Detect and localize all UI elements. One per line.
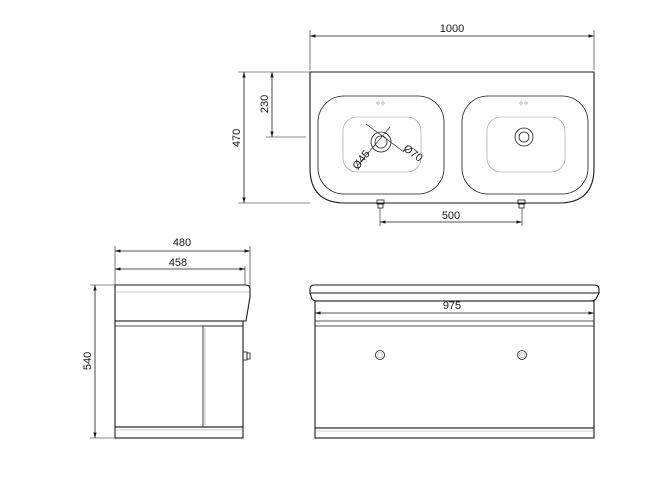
basin-offset-label: 230 <box>259 95 271 113</box>
cabinet-width-label: 975 <box>443 300 461 312</box>
right-waste-outer <box>514 127 534 147</box>
left-waste-outer <box>370 131 392 153</box>
right-door-knob <box>517 350 527 360</box>
right-tap-connector <box>517 199 526 209</box>
side-tap-connector <box>242 351 251 361</box>
countertop-outline <box>309 71 595 204</box>
right-basin-outer <box>461 95 589 195</box>
side-view: 480 458 540 <box>82 237 251 439</box>
height-label: 540 <box>82 352 94 370</box>
front-plinth <box>314 427 595 439</box>
overall-width-label: 1000 <box>440 23 464 35</box>
side-countertop <box>114 284 251 322</box>
side-depth-outer-label: 480 <box>173 237 191 249</box>
side-cabinet-body <box>114 320 244 428</box>
right-basin-inner <box>486 116 566 173</box>
left-basin-inner <box>342 116 422 173</box>
side-plinth <box>114 426 244 439</box>
tap-spacing-label: 500 <box>442 210 460 222</box>
left-waste-inner <box>374 135 388 149</box>
side-depth-inner-label: 458 <box>169 257 187 269</box>
plan-view: 1000 Ø45 Ø70 500 <box>231 23 595 226</box>
right-waste-inner <box>518 131 530 143</box>
left-basin-outer <box>317 95 445 195</box>
left-tap-connector <box>376 199 385 209</box>
front-cabinet-body <box>314 300 595 429</box>
front-countertop <box>309 284 600 294</box>
front-view: 975 <box>309 284 600 439</box>
depth-label: 470 <box>231 129 243 147</box>
left-door-knob <box>375 350 385 360</box>
